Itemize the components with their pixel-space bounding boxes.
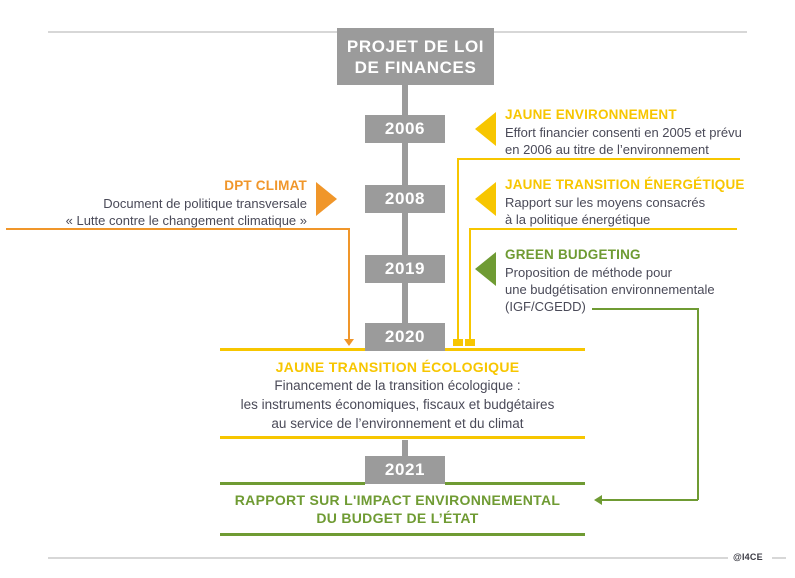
callout-body-line1: Effort financier consenti en 2005 et pré… — [505, 125, 742, 140]
header-title-line1: PROJET DE LOI — [346, 36, 485, 56]
banner-rapport-impact-environnemental: RAPPORT SUR L'IMPACT ENVIRONNEMENTAL DU … — [0, 491, 795, 527]
connector-green-budgeting-horizontal-bottom — [602, 499, 698, 501]
connector-dpt-climat-horizontal — [6, 228, 350, 230]
spine-dashed-2008-to-2019 — [402, 213, 408, 255]
callout-body-line1: Document de politique transversale — [103, 196, 307, 211]
spine-header-to-2006 — [402, 85, 408, 115]
banner-body-line3: au service de l’environnement et du clim… — [271, 416, 524, 431]
connector-green-budgeting-vertical — [697, 308, 699, 500]
callout-body-line3: (IGF/CGEDD) — [505, 299, 586, 314]
year-label-2006: 2006 — [384, 119, 426, 138]
year-box-2020: 2020 — [365, 323, 445, 351]
connector-jaune-transition-energetique-vertical — [469, 228, 471, 339]
year-label-2008: 2008 — [384, 189, 426, 208]
year-box-2006: 2006 — [365, 115, 445, 143]
spine-2019-to-2020 — [402, 283, 408, 323]
banner-2021-rule-top-right — [445, 482, 585, 485]
connector-jaune-transition-energetique-horizontal — [469, 228, 737, 230]
header-title-line2: DE FINANCES — [354, 57, 477, 77]
callout-body-line2: en 2006 au titre de l’environnement — [505, 142, 709, 157]
callout-body-line2: une budgétisation environnementale — [505, 282, 715, 297]
banner-2021-rule-top-left — [220, 482, 365, 485]
credit-logo: @I4CE — [733, 552, 763, 562]
connector-dpt-climat-arrowhead — [344, 339, 354, 346]
jaune-environnement-arrow-icon — [475, 112, 496, 146]
connector-jaune-transition-energetique-arrowhead — [465, 339, 475, 346]
footer-rule-tail — [772, 557, 786, 559]
banner-2020-rule-bottom — [220, 436, 585, 439]
connector-green-budgeting-arrowhead — [594, 495, 602, 505]
dpt-climat-arrow-icon — [316, 182, 337, 216]
banner-title-line2: DU BUDGET DE L’ÉTAT — [316, 510, 479, 526]
spine-2020-to-2021 — [402, 440, 408, 456]
callout-title: DPT CLIMAT — [224, 178, 307, 193]
callout-title: GREEN BUDGETING — [505, 247, 641, 262]
banner-jaune-transition-ecologique: JAUNE TRANSITION ÉCOLOGIQUE Financement … — [0, 358, 795, 433]
callout-jaune-environnement: JAUNE ENVIRONNEMENT Effort financier con… — [505, 107, 795, 158]
banner-body-line1: Financement de la transition écologique … — [274, 378, 521, 393]
banner-2020-rule-top-left — [220, 348, 365, 351]
banner-2020-rule-top-right — [445, 348, 585, 351]
connector-jaune-environnement-arrowhead — [453, 339, 463, 346]
banner-2021-rule-bottom — [220, 533, 585, 536]
callout-body-line1: Rapport sur les moyens consacrés — [505, 195, 706, 210]
callout-body-line2: « Lutte contre le changement climatique … — [65, 213, 307, 228]
jaune-transition-energetique-arrow-icon — [475, 182, 496, 216]
callout-jaune-transition-energetique: JAUNE TRANSITION ÉNERGÉTIQUE Rapport sur… — [505, 177, 795, 228]
connector-dpt-climat-vertical — [348, 228, 350, 339]
banner-title: JAUNE TRANSITION ÉCOLOGIQUE — [275, 359, 520, 375]
callout-dpt-climat: DPT CLIMAT Document de politique transve… — [0, 178, 307, 229]
year-box-2019: 2019 — [365, 255, 445, 283]
green-budgeting-arrow-icon — [475, 252, 496, 286]
callout-title: JAUNE TRANSITION ÉNERGÉTIQUE — [505, 177, 745, 192]
connector-jaune-environnement-horizontal — [457, 158, 740, 160]
header-box: PROJET DE LOI DE FINANCES — [337, 28, 494, 85]
top-rule-left — [48, 31, 338, 33]
callout-body-line1: Proposition de méthode pour — [505, 265, 672, 280]
year-label-2021: 2021 — [384, 460, 426, 479]
footer-rule — [48, 557, 728, 559]
connector-green-budgeting-horizontal-top — [592, 308, 699, 310]
callout-body-line2: à la politique énergétique — [505, 212, 651, 227]
callout-title: JAUNE ENVIRONNEMENT — [505, 107, 677, 122]
year-label-2020: 2020 — [384, 327, 426, 346]
spine-2006-to-2008 — [402, 143, 408, 185]
banner-title-line1: RAPPORT SUR L'IMPACT ENVIRONNEMENTAL — [234, 492, 561, 508]
connector-jaune-environnement-vertical — [457, 158, 459, 339]
year-label-2019: 2019 — [384, 259, 426, 278]
top-rule-right — [494, 31, 747, 33]
year-box-2008: 2008 — [365, 185, 445, 213]
year-box-2021: 2021 — [365, 456, 445, 484]
callout-green-budgeting: GREEN BUDGETING Proposition de méthode p… — [505, 247, 795, 315]
banner-body-line2: les instruments économiques, fiscaux et … — [240, 397, 555, 412]
